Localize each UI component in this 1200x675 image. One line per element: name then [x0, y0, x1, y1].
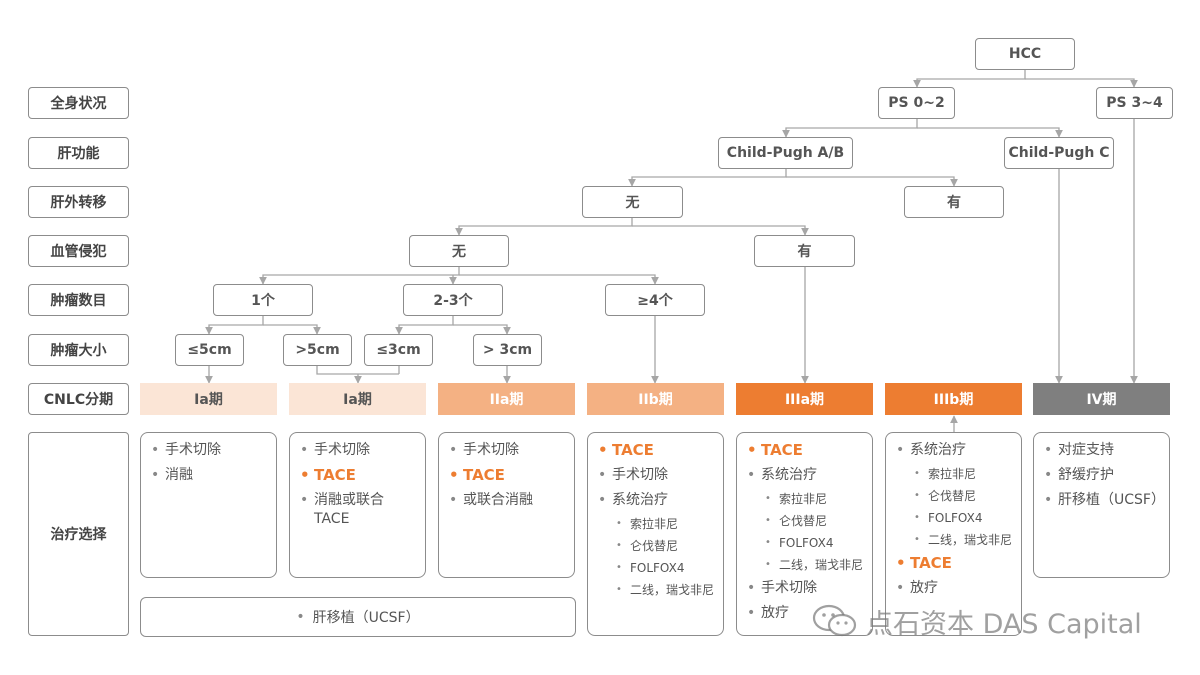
treatment-box-iib: TACE 手术切除系统治疗索拉非尼仑伐替尼 FOLFOX4 二线，瑞戈非尼 — [587, 432, 724, 636]
treatment-item: 放疗 — [747, 604, 866, 623]
treatment-subitem: 索拉非尼 — [747, 491, 866, 507]
stage-ia-1: Ia期 — [140, 383, 277, 415]
treatment-item: TACE — [896, 554, 1015, 573]
stage-iv: IV期 — [1033, 383, 1170, 415]
treatment-item: 舒缓疗护 — [1044, 466, 1163, 485]
connector-line — [259, 267, 460, 285]
connector-line — [316, 366, 399, 375]
treatment-box-iiia: TACE 系统治疗索拉非尼仑伐替尼 FOLFOX4 二线，瑞戈非尼手术切除放疗 — [736, 432, 873, 636]
treatment-item: 消融 — [151, 466, 270, 485]
row-label-vascular: 血管侵犯 — [28, 235, 129, 267]
treatment-item: 对症支持 — [1044, 441, 1163, 460]
stage-iib: IIb期 — [587, 383, 724, 415]
node-meta-yes: 有 — [904, 186, 1004, 218]
row-label-liver: 肝功能 — [28, 137, 129, 169]
treatment-box-iv: 对症支持舒缓疗护肝移植（UCSF） — [1033, 432, 1170, 578]
connector-line — [632, 225, 809, 236]
treatment-box-ia-1: 手术切除消融 — [140, 432, 277, 578]
treatment-item: 或联合消融 — [449, 491, 568, 510]
treatment-item: 肝移植（UCSF） — [1044, 491, 1165, 510]
row-label-size: 肿瘤大小 — [28, 334, 129, 366]
connector-line — [459, 274, 659, 285]
treatment-subitem: 索拉非尼 — [896, 466, 1015, 482]
connector-line — [453, 324, 511, 335]
treatment-item: 系统治疗 — [896, 441, 1015, 460]
transplant-bullet: • — [296, 609, 305, 625]
node-hcc: HCC — [975, 38, 1075, 70]
treatment-box-ia-2: 手术切除 TACE 消融或联合TACE — [289, 432, 426, 578]
treatment-item: 手术切除 — [300, 441, 419, 460]
node-meta-no: 无 — [582, 186, 683, 218]
treatment-subitem: 二线，瑞戈非尼 — [896, 532, 1015, 548]
treatment-item: 手术切除 — [598, 466, 717, 485]
connector-line — [917, 127, 1063, 138]
node-child-ab: Child-Pugh A/B — [718, 137, 853, 169]
row-label-ps: 全身状况 — [28, 87, 129, 119]
connector-line — [263, 324, 321, 335]
node-count-2-3: 2-3个 — [403, 284, 503, 316]
connector-line — [395, 316, 454, 335]
transplant-box: • 肝移植（UCSF） — [140, 597, 576, 637]
connector-line — [786, 176, 958, 187]
connector-line — [205, 316, 264, 335]
treatment-item: 手术切除 — [151, 441, 270, 460]
treatment-subitem: FOLFOX4 — [896, 510, 1015, 526]
node-size-gt5: >5cm — [283, 334, 352, 366]
node-child-c: Child-Pugh C — [1004, 137, 1114, 169]
row-label-meta: 肝外转移 — [28, 186, 129, 218]
node-size-le3: ≤3cm — [364, 334, 433, 366]
stage-iiib: IIIb期 — [885, 383, 1022, 415]
treatment-subitem: 二线，瑞戈非尼 — [598, 582, 717, 598]
treatment-subitem: 索拉非尼 — [598, 516, 717, 532]
node-size-le5: ≤5cm — [175, 334, 244, 366]
watermark: 点石资本 DAS Capital — [812, 601, 1192, 641]
node-count-1: 1个 — [213, 284, 313, 316]
node-ps02: PS 0~2 — [878, 87, 955, 119]
stage-ia-2: Ia期 — [289, 383, 426, 415]
treatment-item: 系统治疗 — [598, 491, 717, 510]
stage-iiia: IIIa期 — [736, 383, 873, 415]
treatment-subitem: 二线，瑞戈非尼 — [747, 557, 866, 573]
connector-line — [628, 169, 787, 187]
watermark-text: 点石资本 DAS Capital — [866, 608, 1142, 640]
row-label-count: 肿瘤数目 — [28, 284, 129, 316]
connector-line — [913, 70, 1026, 88]
connector-line — [782, 119, 918, 138]
treatment-subitem: FOLFOX4 — [747, 535, 866, 551]
connector-line — [1025, 78, 1138, 88]
treatment-item: 消融或联合TACE — [300, 491, 419, 529]
row-label-stage: CNLC分期 — [28, 383, 129, 415]
node-count-ge4: ≥4个 — [605, 284, 705, 316]
treatment-item: TACE — [598, 441, 717, 460]
treatment-subitem: 仑伐替尼 — [598, 538, 717, 554]
node-size-gt3: > 3cm — [473, 334, 542, 366]
treatment-item: TACE — [747, 441, 866, 460]
node-vasc-no: 无 — [409, 235, 509, 267]
treatment-box-iiib: 系统治疗索拉非尼仑伐替尼 FOLFOX4 二线，瑞戈非尼 TACE 放疗 — [885, 432, 1022, 636]
stage-iia: IIa期 — [438, 383, 575, 415]
treatment-subitem: FOLFOX4 — [598, 560, 717, 576]
connector-line — [455, 218, 633, 236]
treatment-item: TACE — [300, 466, 419, 485]
treatment-item: 放疗 — [896, 579, 1015, 598]
row-label-treatment: 治疗选择 — [28, 432, 129, 636]
transplant-text: 肝移植（UCSF） — [312, 610, 420, 626]
treatment-box-iia: 手术切除 TACE 或联合消融 — [438, 432, 575, 578]
node-vasc-yes: 有 — [754, 235, 855, 267]
treatment-item: 手术切除 — [747, 579, 866, 598]
treatment-item: TACE — [449, 466, 568, 485]
wechat-icon — [812, 604, 857, 637]
node-ps34: PS 3~4 — [1096, 87, 1173, 119]
treatment-item: 手术切除 — [449, 441, 568, 460]
treatment-subitem: 仑伐替尼 — [896, 488, 1015, 504]
treatment-subitem: 仑伐替尼 — [747, 513, 866, 529]
treatment-item: 系统治疗 — [747, 466, 866, 485]
